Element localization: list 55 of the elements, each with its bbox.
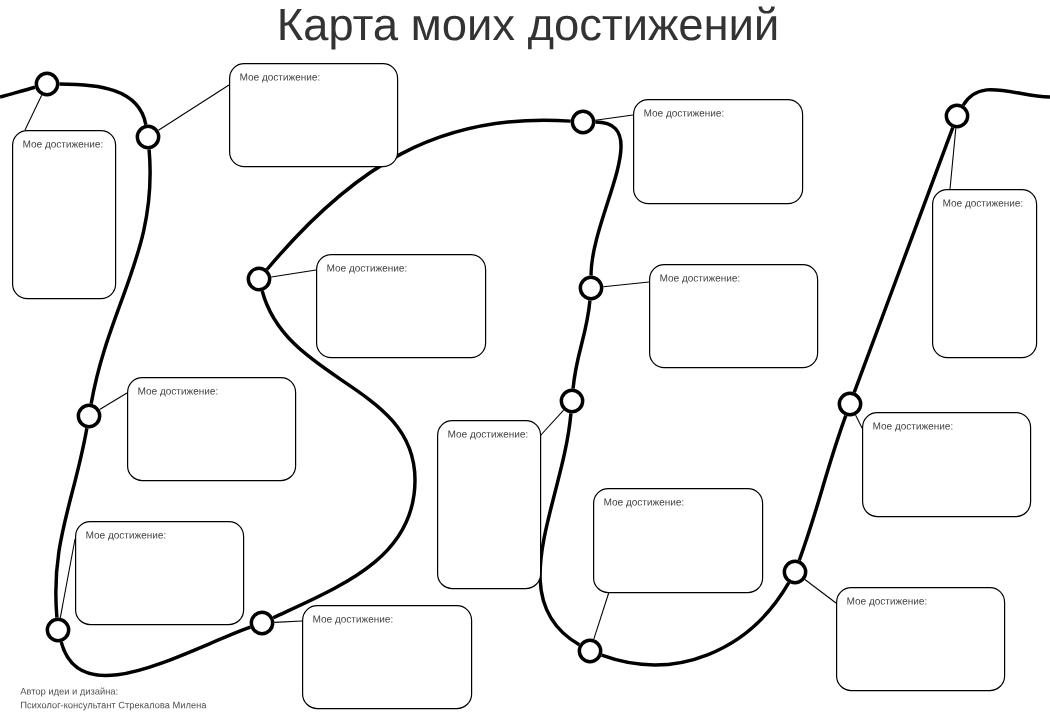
author-note: Психолог-консультант Стрекалова Милена — [21, 701, 207, 711]
path-line — [852, 127, 955, 393]
leader-line — [804, 578, 837, 604]
milestone-circle — [837, 391, 863, 417]
leader-line — [157, 84, 230, 131]
leader-line — [602, 281, 650, 288]
path-line — [54, 427, 89, 618]
achievement-box: Мое достижение: — [593, 488, 764, 594]
leader-line — [539, 409, 565, 437]
milestone-circle — [559, 388, 585, 414]
path-line — [589, 120, 623, 276]
path-line — [538, 413, 581, 647]
path-line — [0, 85, 36, 99]
path-line — [59, 82, 148, 126]
path-line — [89, 149, 152, 405]
title: Карта моих достижений — [280, 6, 777, 50]
milestone-circle — [577, 638, 603, 664]
achievement-box: Мое достижение: — [127, 377, 297, 482]
milestone-circle — [578, 275, 604, 301]
leader-line — [99, 392, 128, 411]
leader-line — [949, 127, 957, 190]
achievement-box: Мое достижение: — [649, 264, 819, 369]
milestone-circle — [246, 266, 272, 292]
milestone-circle — [249, 610, 275, 636]
achievement-box: Мое достижение: — [633, 99, 804, 205]
leader-line — [24, 94, 43, 131]
achievement-box: Мое достижение: — [302, 605, 473, 710]
achievement-box: Мое достижение: — [229, 63, 399, 168]
achievement-box: Мое достижение: — [836, 587, 1006, 692]
milestone-circle — [45, 617, 71, 643]
path-line — [260, 290, 417, 620]
leader-line — [594, 114, 634, 121]
leader-line — [270, 269, 317, 278]
path-line — [59, 625, 251, 678]
achievement-box: Мое достижение: — [316, 254, 487, 359]
milestone-circle — [944, 103, 970, 129]
path-line — [961, 87, 1050, 107]
leader-line — [59, 538, 76, 619]
path-line — [797, 415, 848, 561]
achievement-box: Мое достижение: — [437, 420, 542, 590]
achievement-box: Мое достижение: — [12, 130, 117, 300]
achievement-box: Мое достижение: — [862, 412, 1032, 518]
milestone-circle — [34, 71, 60, 97]
milestone-circle — [135, 124, 161, 150]
leader-line — [593, 591, 610, 640]
milestone-circle — [76, 403, 102, 429]
achievement-box: Мое достижение: — [932, 189, 1038, 359]
author-note: Автор идеи и дизайна: — [20, 687, 118, 697]
leader-line — [273, 620, 303, 623]
path-line — [265, 118, 571, 271]
achievement-box: Мое достижение: — [75, 521, 245, 626]
milestone-circle — [782, 559, 808, 585]
path-line — [571, 300, 592, 389]
path-line — [601, 581, 791, 667]
milestone-circle — [570, 109, 596, 135]
